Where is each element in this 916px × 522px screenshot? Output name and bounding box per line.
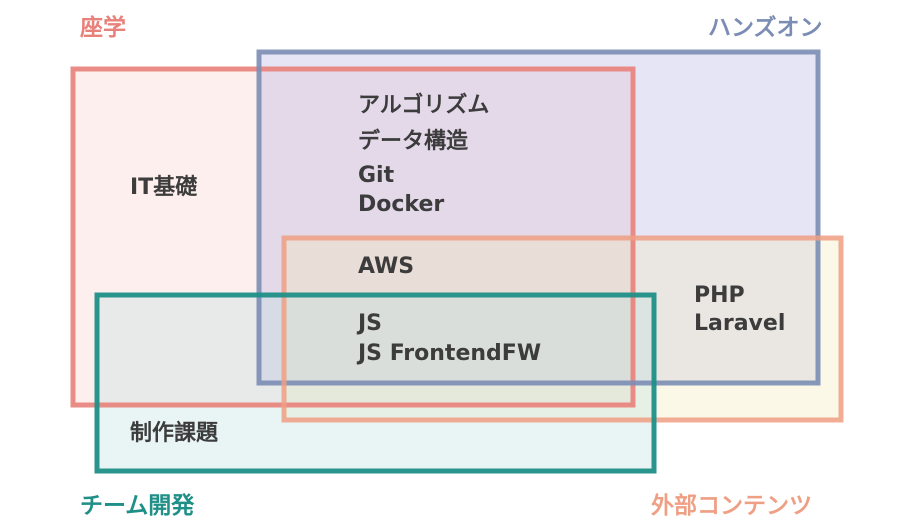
item-js: JS — [358, 311, 383, 336]
hands-on-border — [256, 49, 821, 386]
item-it-basics: IT基礎 — [130, 175, 198, 200]
external-region — [284, 238, 841, 420]
item-git: Git — [358, 163, 395, 188]
team-dev-label: チーム開発 — [80, 493, 195, 519]
external-border — [281, 235, 844, 423]
item-algorithm: アルゴリズム — [358, 93, 490, 118]
external-label: 外部コンテンツ — [651, 493, 812, 519]
item-aws: AWS — [358, 254, 415, 279]
item-data-structure: データ構造 — [358, 129, 469, 154]
item-php: PHP — [694, 283, 745, 308]
item-laravel: Laravel — [694, 311, 786, 336]
hands-on-region — [259, 52, 818, 383]
hands-on-label: ハンズオン — [708, 15, 823, 41]
zagaku-label: 座学 — [80, 15, 126, 41]
team-dev-border — [94, 292, 657, 474]
item-project-assignment: 制作課題 — [130, 421, 219, 446]
item-docker: Docker — [358, 192, 445, 217]
item-js-frontend-fw: JS FrontendFW — [358, 341, 542, 366]
